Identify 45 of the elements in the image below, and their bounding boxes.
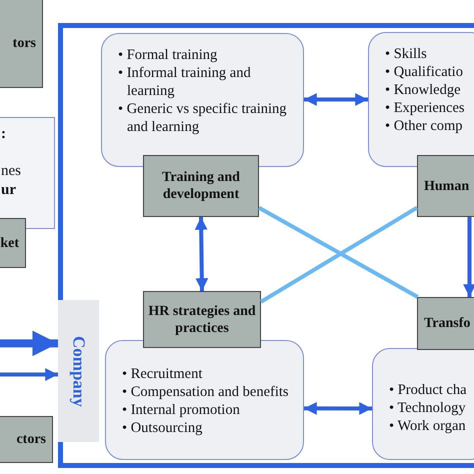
bullet-item: • Product cha	[389, 381, 468, 399]
box-label: Training and development	[161, 169, 241, 203]
bullet-item: • Recruitment	[122, 365, 204, 383]
bullet-panel	[368, 32, 474, 167]
bullet-item: • Qualificatio	[385, 63, 464, 81]
bullet-item: • Knowledge	[385, 81, 462, 99]
bullet-panel	[372, 348, 474, 460]
arrow	[463, 217, 474, 297]
arrow	[0, 368, 58, 381]
label-box	[417, 297, 474, 350]
bullet-item: • Technology	[389, 399, 467, 417]
text-panel	[0, 117, 55, 229]
bullet-panel	[101, 33, 304, 167]
box-label: ur	[1, 182, 16, 199]
bullet-item: • Other comp	[385, 117, 464, 135]
bullet-item: • Internal promotion	[122, 401, 241, 419]
box-label: Transfo	[424, 315, 470, 332]
bullet-item: • Experiences	[385, 99, 466, 117]
bullet-item: • Skills	[385, 45, 428, 63]
label-box	[143, 155, 259, 217]
box-label: nes	[1, 163, 21, 180]
bullet-item: • Work organ	[389, 417, 467, 435]
label-box	[0, 0, 43, 88]
label-box	[417, 155, 474, 217]
bullet-item: • Generic vs specific training and learning	[118, 100, 288, 136]
label-box	[143, 291, 261, 348]
bullet-item: • Informal training and learning	[118, 64, 252, 100]
bullet-item: • Compensation and benefits	[122, 383, 290, 401]
arrow	[0, 330, 58, 356]
bullet-item: • Outsourcing	[122, 419, 204, 437]
double-arrow	[304, 93, 368, 106]
vertical-label: Company	[58, 300, 99, 442]
box-label: tors	[12, 34, 36, 52]
box-label: :	[1, 126, 6, 143]
company-frame	[58, 23, 474, 468]
label-box	[0, 218, 26, 268]
box-label: Human	[424, 178, 470, 194]
box-label: ctors	[16, 431, 46, 448]
bullet-panel	[105, 340, 304, 460]
double-arrow	[194, 216, 208, 292]
bullet-item: • Formal training	[118, 46, 218, 64]
box-label: ket	[0, 234, 19, 252]
label-box	[0, 416, 53, 463]
box-label: HR strategies and practices	[147, 302, 257, 336]
double-arrow	[304, 402, 372, 415]
